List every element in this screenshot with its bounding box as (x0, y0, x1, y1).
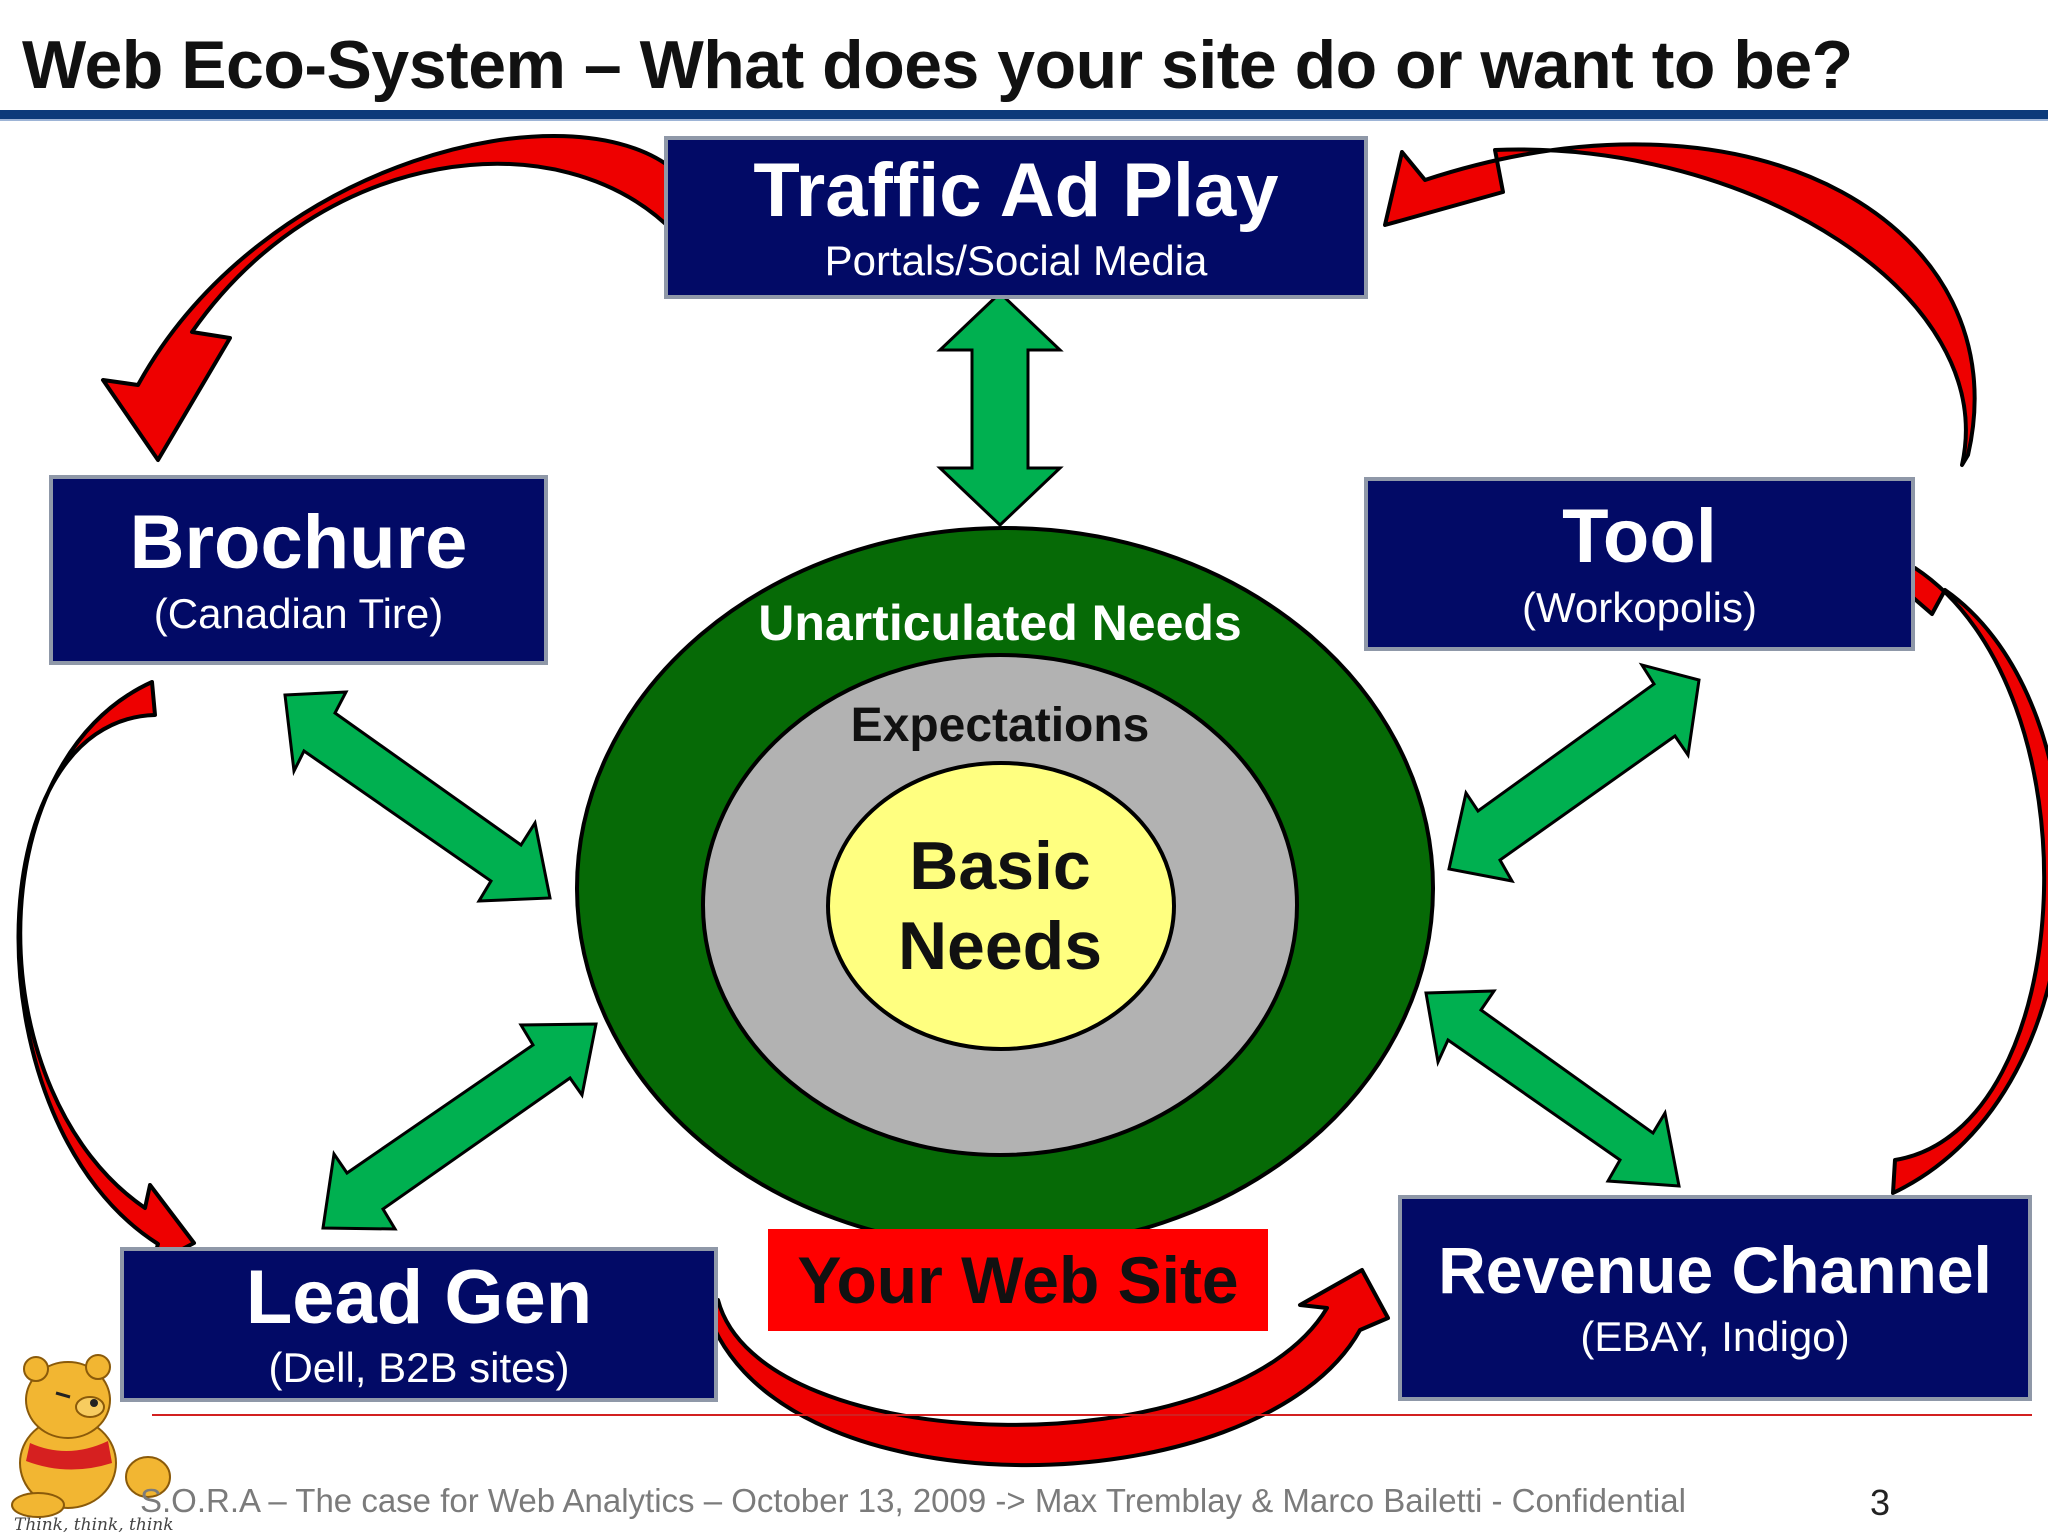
your-web-site-label: Your Web Site (768, 1229, 1268, 1331)
double-arrow-brochure (283, 690, 552, 903)
double-arrow-tool (1447, 662, 1701, 884)
node-tool: Tool (Workopolis) (1364, 477, 1915, 651)
inner-circle-basic-needs (826, 761, 1176, 1051)
node-lead-gen: Lead Gen (Dell, B2B sites) (120, 1247, 718, 1402)
label-expectations: Expectations (850, 699, 1150, 752)
curved-arrow-leadgen-to-revenue (702, 1268, 1390, 1468)
node-tool-subtitle: (Workopolis) (1522, 583, 1757, 631)
mascot-caption: Think, think, think (14, 1515, 174, 1535)
curved-arrow-revenue-to-traffic (1383, 142, 1977, 467)
node-tool-title: Tool (1562, 494, 1717, 579)
node-brochure-title: Brochure (129, 500, 468, 585)
slide-title: Web Eco-System – What does your site do … (22, 27, 1853, 103)
curved-arrow-revenue-to-tool (1891, 566, 2048, 1195)
node-traffic-title: Traffic Ad Play (753, 147, 1279, 233)
page-number: 3 (1870, 1482, 1891, 1523)
node-revenue-subtitle: (EBAY, Indigo) (1580, 1312, 1850, 1360)
node-traffic-subtitle: Portals/Social Media (824, 237, 1208, 285)
node-traffic-ad-play: Traffic Ad Play Portals/Social Media (664, 136, 1368, 299)
label-unarticulated-needs: Unarticulated Needs (758, 595, 1242, 651)
pooh-bear-icon (11, 1354, 171, 1518)
node-revenue-title: Revenue Channel (1438, 1233, 1992, 1308)
node-brochure-subtitle: (Canadian Tire) (153, 589, 444, 637)
double-arrow-leadgen (321, 1022, 598, 1231)
node-leadgen-subtitle: (Dell, B2B sites) (268, 1344, 570, 1392)
footer-text: S.O.R.A – The case for Web Analytics – O… (140, 1482, 1686, 1519)
footer-divider (152, 1414, 2032, 1416)
curved-arrow-brochure-to-leadgen (16, 680, 196, 1267)
title-underline (0, 110, 2048, 121)
node-revenue-channel: Revenue Channel (EBAY, Indigo) (1398, 1195, 2032, 1401)
node-leadgen-title: Lead Gen (245, 1254, 593, 1340)
double-arrow-traffic (936, 290, 1064, 528)
node-brochure: Brochure (Canadian Tire) (49, 475, 548, 665)
double-arrow-revenue (1424, 989, 1681, 1188)
curved-arrow-traffic-to-brochure (101, 133, 677, 462)
label-basic: Basic (909, 828, 1091, 904)
label-needs: Needs (897, 908, 1103, 984)
